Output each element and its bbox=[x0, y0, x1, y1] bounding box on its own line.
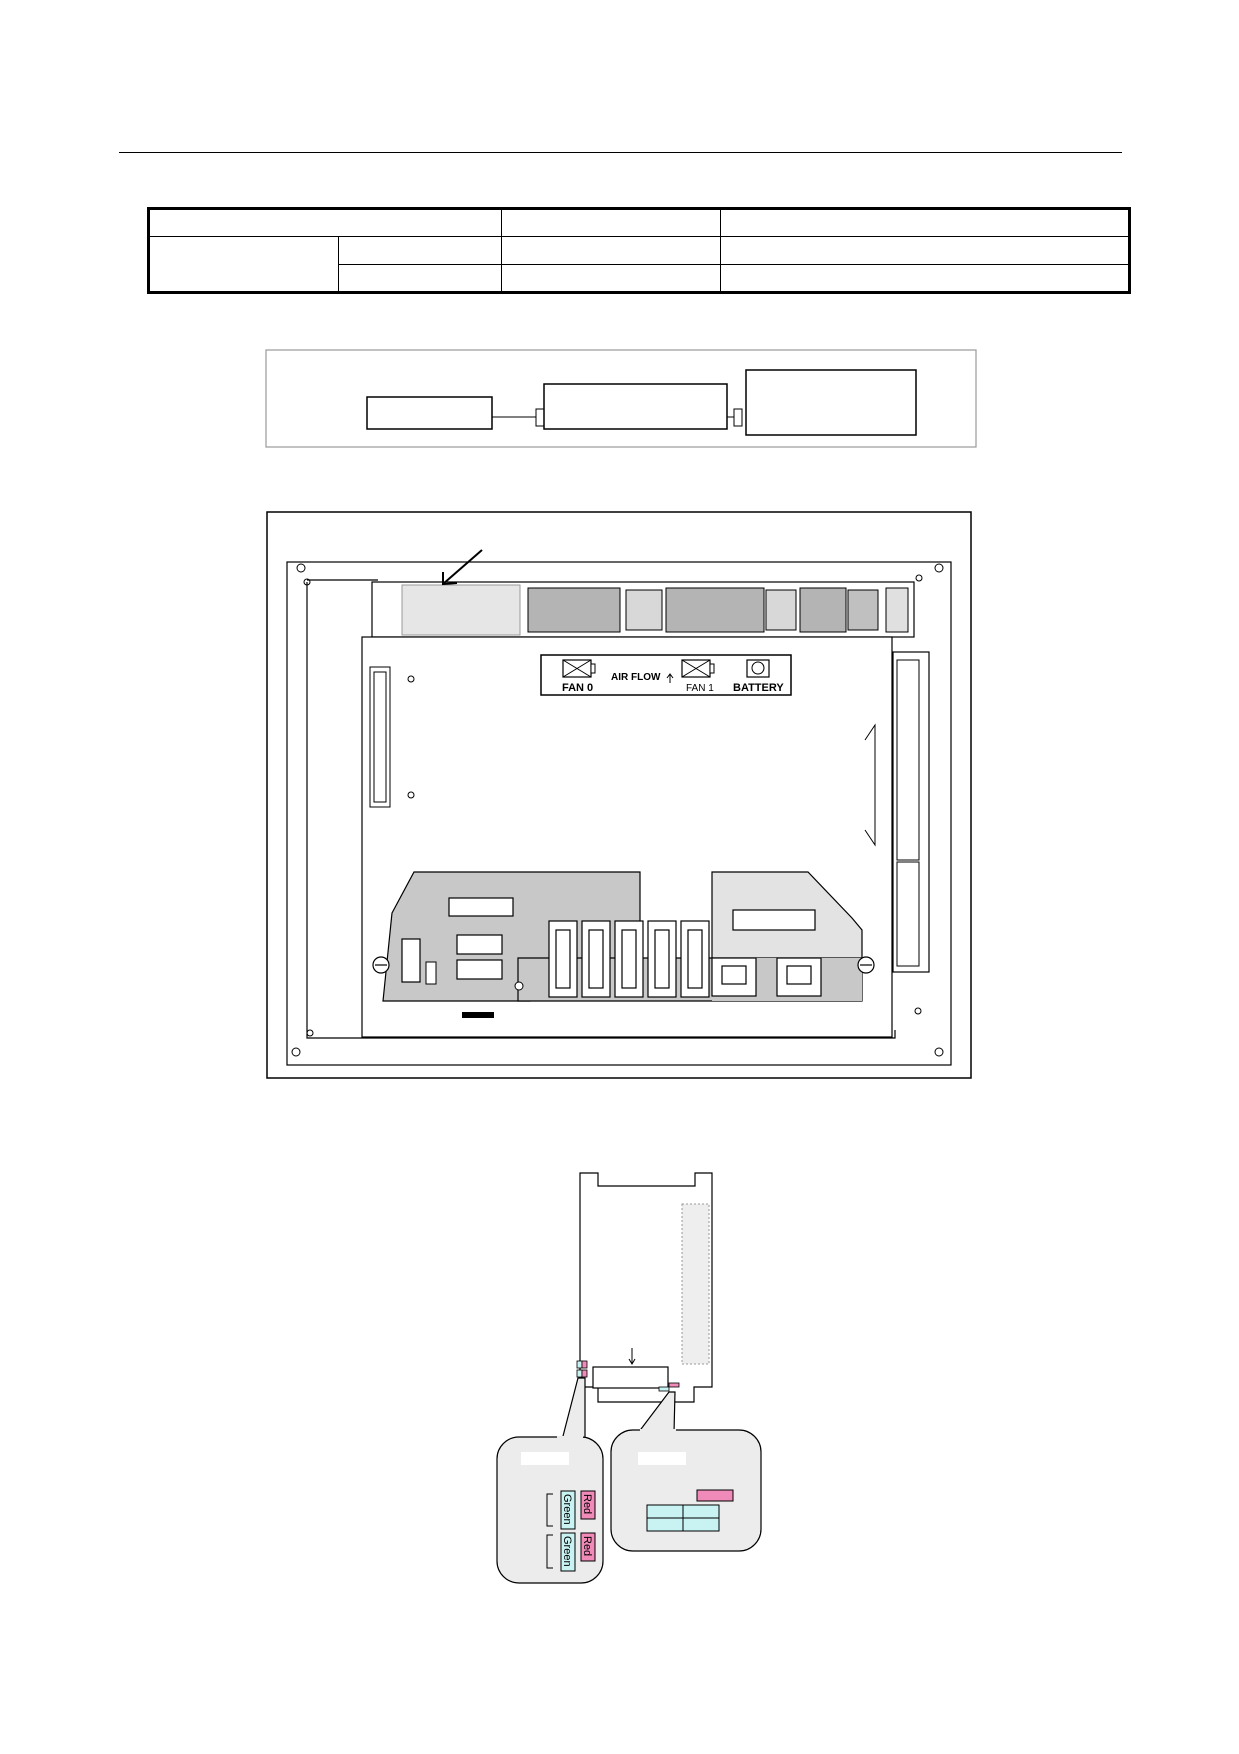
board-led bbox=[576, 1369, 583, 1378]
svg-text:Red: Red bbox=[581, 1494, 593, 1514]
mounting-holes bbox=[291, 563, 944, 1057]
svg-text:Green: Green bbox=[561, 1536, 573, 1567]
option-slot-highlight bbox=[401, 584, 521, 636]
led-red bbox=[696, 1489, 734, 1502]
diagram-connector bbox=[733, 408, 743, 427]
led-red-2: Red bbox=[580, 1532, 596, 1562]
fan-slot bbox=[527, 587, 621, 633]
table-row bbox=[149, 264, 1130, 293]
unit-rear-view: FAN 0 AIR FLOW FAN 1 BATTERY bbox=[266, 511, 972, 1079]
fan1-icon bbox=[681, 659, 715, 678]
board-led bbox=[658, 1386, 670, 1392]
table-cell bbox=[501, 236, 721, 265]
table-cell bbox=[338, 264, 502, 293]
table-cell bbox=[501, 264, 721, 293]
panel-screws bbox=[372, 956, 875, 974]
ethernet-ports bbox=[711, 957, 822, 997]
battery-icon bbox=[746, 659, 770, 678]
battery-label: BATTERY bbox=[733, 682, 784, 694]
table-row bbox=[148, 236, 1130, 293]
led-green-2: Green bbox=[560, 1532, 576, 1572]
led-callout-right bbox=[610, 1429, 762, 1552]
table-cell bbox=[148, 208, 502, 237]
board-led bbox=[581, 1369, 588, 1378]
board-led bbox=[668, 1382, 680, 1388]
svg-text:Green: Green bbox=[561, 1494, 573, 1525]
led-green-1: Green bbox=[560, 1490, 576, 1530]
serial-connectors bbox=[548, 920, 710, 998]
led-red-1: Red bbox=[580, 1490, 596, 1520]
table-cell bbox=[148, 236, 339, 293]
fan-slot bbox=[665, 587, 765, 633]
bottom-latch bbox=[462, 1012, 494, 1018]
board-led bbox=[581, 1360, 588, 1369]
diagram-box-left bbox=[366, 396, 493, 430]
diagram-box-right bbox=[745, 369, 917, 436]
connection-diagram bbox=[265, 349, 977, 448]
header-rule bbox=[119, 152, 1122, 153]
fan1-label: FAN 1 bbox=[686, 683, 714, 694]
board-component bbox=[592, 1366, 669, 1389]
callout-title-box bbox=[638, 1452, 686, 1465]
pointer-arrow bbox=[442, 549, 483, 585]
fan0-icon bbox=[562, 659, 596, 678]
led-green-group bbox=[646, 1504, 720, 1532]
unit-inner-frame bbox=[306, 582, 896, 1039]
led-callout-left bbox=[496, 1436, 604, 1584]
spec-table bbox=[147, 207, 1131, 294]
svg-text:Red: Red bbox=[581, 1536, 593, 1556]
callout-title-box bbox=[521, 1452, 569, 1465]
board-slot bbox=[681, 1203, 710, 1365]
table-cell bbox=[338, 236, 502, 265]
airflow-arrow-icon bbox=[666, 673, 674, 683]
table-cell bbox=[720, 264, 1130, 293]
diagram-box-middle bbox=[543, 383, 728, 430]
battery-slot bbox=[799, 587, 847, 633]
fan0-label: FAN 0 bbox=[562, 682, 593, 694]
airflow-label: AIR FLOW bbox=[611, 672, 661, 683]
table-cell bbox=[501, 208, 721, 237]
board-led bbox=[576, 1360, 583, 1369]
